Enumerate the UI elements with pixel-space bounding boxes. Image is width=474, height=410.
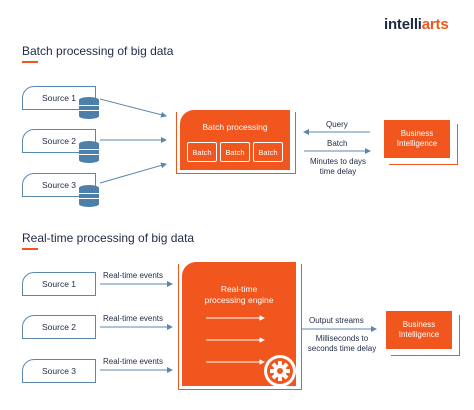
query-label: Query xyxy=(326,120,348,129)
batch-bi-box: Business Intelligence xyxy=(384,120,450,158)
batch-cell-2: Batch xyxy=(220,142,250,162)
brand-prefix: intelli xyxy=(384,16,422,33)
batch-title-underline xyxy=(22,61,38,63)
realtime-section-title: Real-time processing of big data xyxy=(22,231,195,245)
rt-source-2: Source 2 xyxy=(22,315,96,339)
batch-bi-line2: Intelligence xyxy=(396,139,438,148)
batch-source-2-label: Source 2 xyxy=(41,136,77,146)
batch-engine-title: Batch processing xyxy=(202,122,268,132)
batch-engine: Batch processing Batch Batch Batch xyxy=(180,110,290,170)
gear-icon xyxy=(264,355,296,387)
output-streams-label: Output streams xyxy=(309,316,364,325)
batch-arrow-1 xyxy=(99,98,167,118)
rt-event-label-2: Real-time events xyxy=(103,314,164,323)
batch-cell-3: Batch xyxy=(253,142,283,162)
batch-cell-2-label: Batch xyxy=(225,147,245,157)
rt-delay-line1: Milliseconds to xyxy=(315,334,369,343)
rt-engine-line1: Real-time xyxy=(220,284,258,294)
rt-source-3: Source 3 xyxy=(22,359,96,383)
batch-source-3: Source 3 xyxy=(22,173,96,197)
batch-delay-line1: Minutes to days xyxy=(309,157,367,166)
rt-delay-line2: seconds time delay xyxy=(307,344,377,353)
rt-bi-line2: Intelligence xyxy=(398,330,440,339)
rt-source-3-label: Source 3 xyxy=(41,366,77,376)
rt-bi-frame xyxy=(391,315,460,356)
batch-section-title: Batch processing of big data xyxy=(22,44,174,58)
batch-cell-1: Batch xyxy=(187,142,217,162)
batch-engine-frame xyxy=(176,112,296,174)
rt-engine-line2: processing engine xyxy=(204,295,274,305)
rt-source-2-label: Source 2 xyxy=(41,322,77,332)
batch-arrow-3 xyxy=(99,162,167,184)
rt-engine-stream-arrows xyxy=(206,315,265,365)
batch-cell-3-label: Batch xyxy=(258,147,278,157)
rt-event-label-1: Real-time events xyxy=(103,271,164,280)
rt-bi-box: Business Intelligence xyxy=(386,311,452,349)
rt-source-1-label: Source 1 xyxy=(41,279,77,289)
batch-cell-1-label: Batch xyxy=(192,147,212,157)
rt-bi-line1: Business xyxy=(402,320,436,329)
batch-delay-line2: time delay xyxy=(319,167,357,176)
batch-result-label: Batch xyxy=(327,139,348,148)
rt-engine-frame xyxy=(178,264,302,390)
brand-suffix: arts xyxy=(421,16,449,33)
batch-source-3-label: Source 3 xyxy=(41,180,77,190)
batch-source-1-label: Source 1 xyxy=(41,93,77,103)
batch-bi-line1: Business xyxy=(400,129,434,138)
batch-bi-frame xyxy=(389,124,458,165)
brand-logo: intelliarts xyxy=(384,16,449,33)
realtime-title-underline xyxy=(22,248,38,250)
rt-source-1: Source 1 xyxy=(22,272,96,296)
rt-event-label-3: Real-time events xyxy=(103,357,164,366)
batch-source-2: Source 2 xyxy=(22,129,96,153)
batch-source-1: Source 1 xyxy=(22,86,96,110)
